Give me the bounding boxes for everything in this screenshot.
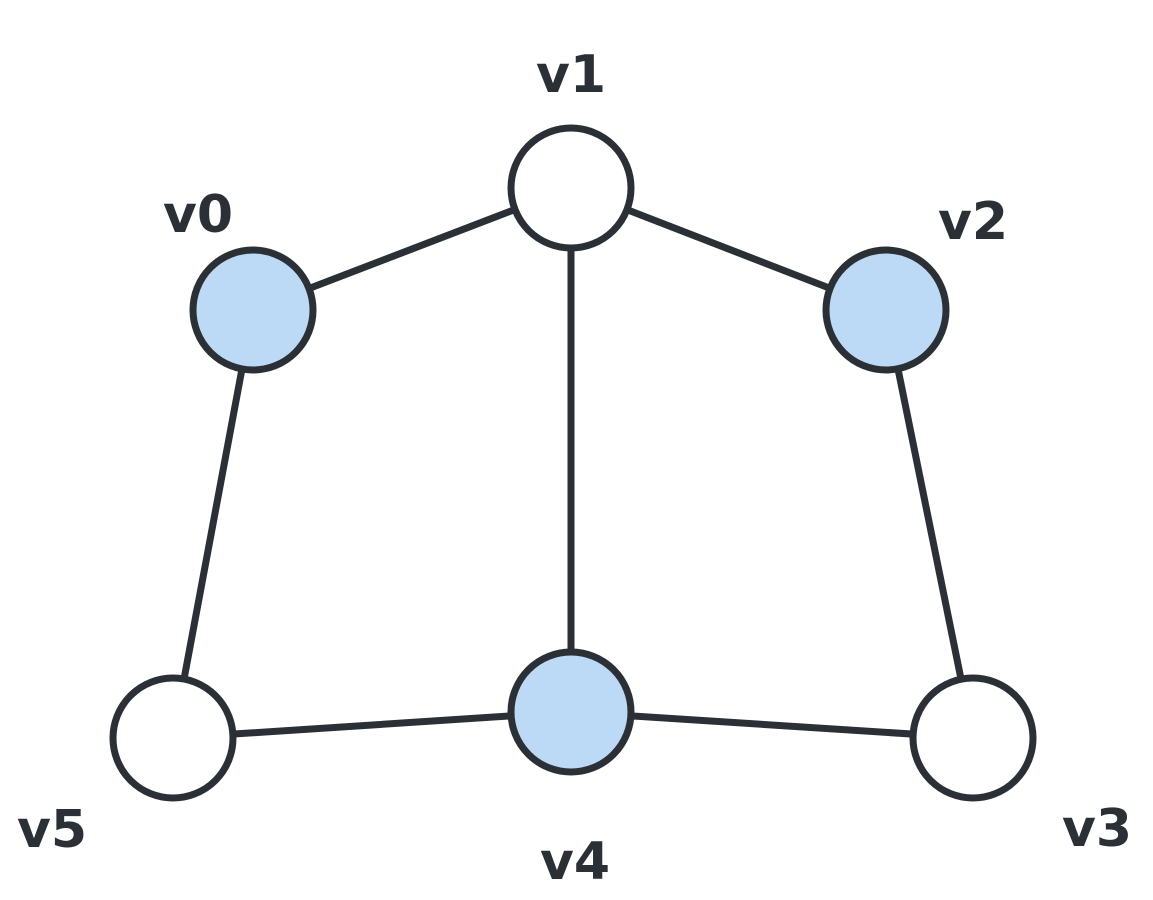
node-v4 [507,648,635,776]
node-v5 [109,674,237,802]
nodes-layer [109,124,1037,802]
node-label-v0: v0 [163,185,233,245]
edge-v4-v3 [567,708,977,742]
node-v0 [189,246,317,374]
edge-v2-v3 [882,306,977,742]
labels-layer: v0 v1 v2 v3 v4 v5 [17,45,1132,892]
node-label-v3: v3 [1062,799,1132,859]
node-label-v4: v4 [540,832,610,892]
node-label-v2: v2 [938,192,1008,252]
node-v2 [822,246,950,374]
node-label-v1: v1 [536,45,606,105]
edge-v5-v4 [169,708,575,742]
node-label-v5: v5 [17,800,87,860]
edge-v0-v5 [169,306,257,742]
node-v3 [909,674,1037,802]
node-v1 [507,124,635,252]
